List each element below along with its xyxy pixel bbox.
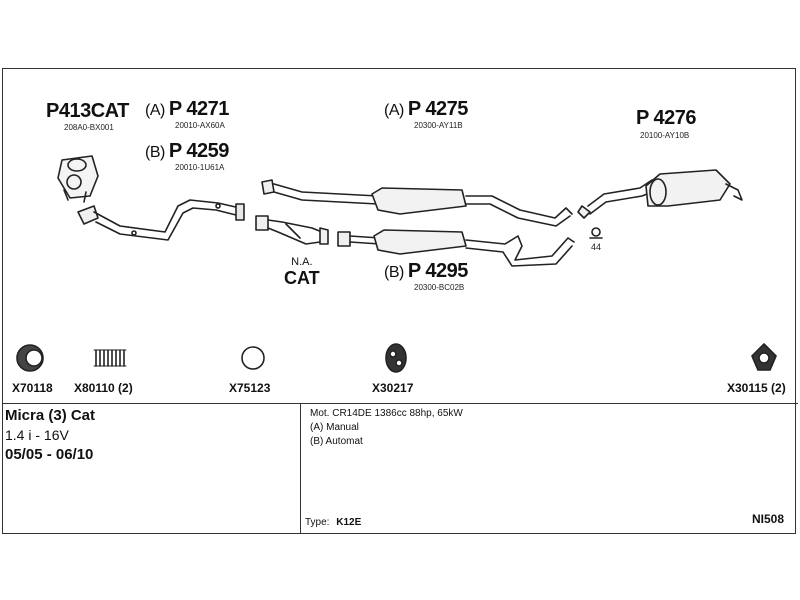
spring-icon — [93, 349, 127, 367]
column-divider — [300, 404, 301, 534]
vehicle-model: Micra (3) Cat — [5, 407, 96, 424]
rear-silencer-part-number: P 4276 — [636, 107, 697, 129]
o-ring-icon — [241, 346, 265, 370]
type-value: K12E — [336, 517, 362, 528]
type-label: Type: — [305, 517, 330, 528]
center-silencer-a-part-number: (A)P 4275 — [384, 98, 468, 120]
front-pipe-b-part-number: (B)P 4259 — [145, 140, 229, 162]
rubber-hanger-icon — [385, 343, 407, 373]
clamp-icon — [751, 343, 777, 371]
accessory-code: X30217 — [372, 381, 414, 395]
accessory-code: X30115 (2) — [727, 381, 786, 395]
manual-note: (A) Manual — [310, 422, 359, 433]
front-pipe-a-part-number: (A)P 4271 — [145, 98, 229, 120]
type-field: Type: K12E — [305, 517, 361, 528]
cat-converter-part-number: P413CAT — [46, 100, 129, 122]
automat-note: (B) Automat — [310, 436, 363, 447]
front-pipe-b-oe-number: 20010-1U61A — [175, 163, 225, 172]
motor-note: Mot. CR14DE 1386cc 88hp, 65kW — [310, 408, 463, 419]
diagram-reference: NI508 — [752, 512, 785, 526]
rear-silencer-oe-number: 20100-AY10B — [640, 131, 690, 140]
cat-converter-shape — [57, 155, 99, 203]
vehicle-years: 05/05 - 06/10 — [5, 446, 94, 463]
accessory-code: X75123 — [229, 381, 271, 395]
hanger-44-shape — [589, 227, 603, 239]
center-silencer-a-oe-number: 20300-AY11B — [414, 121, 463, 130]
center-silencer-b-shape — [337, 229, 575, 267]
cat-converter-oe-number: 208A0-BX001 — [64, 123, 114, 132]
accessory-code: X70118 — [12, 381, 53, 395]
na-cat-label: N.A. CAT — [284, 256, 320, 288]
diagram-frame — [2, 68, 796, 534]
vehicle-engine: 1.4 i - 16V — [5, 427, 69, 443]
na-cat-shape — [255, 215, 329, 245]
accessory-code: X80110 (2) — [74, 381, 133, 395]
hanger-ref-label: 44 — [591, 242, 602, 252]
ring-icon — [16, 344, 44, 372]
center-silencer-b-oe-number: 20300-BC02B — [414, 283, 465, 292]
rear-silencer-shape — [577, 169, 743, 219]
front-pipe-shape — [77, 199, 245, 241]
front-pipe-a-oe-number: 20010-AX60A — [175, 121, 225, 130]
center-silencer-a-shape — [261, 179, 573, 227]
section-divider — [2, 403, 798, 404]
center-silencer-b-part-number: (B)P 4295 — [384, 260, 468, 282]
